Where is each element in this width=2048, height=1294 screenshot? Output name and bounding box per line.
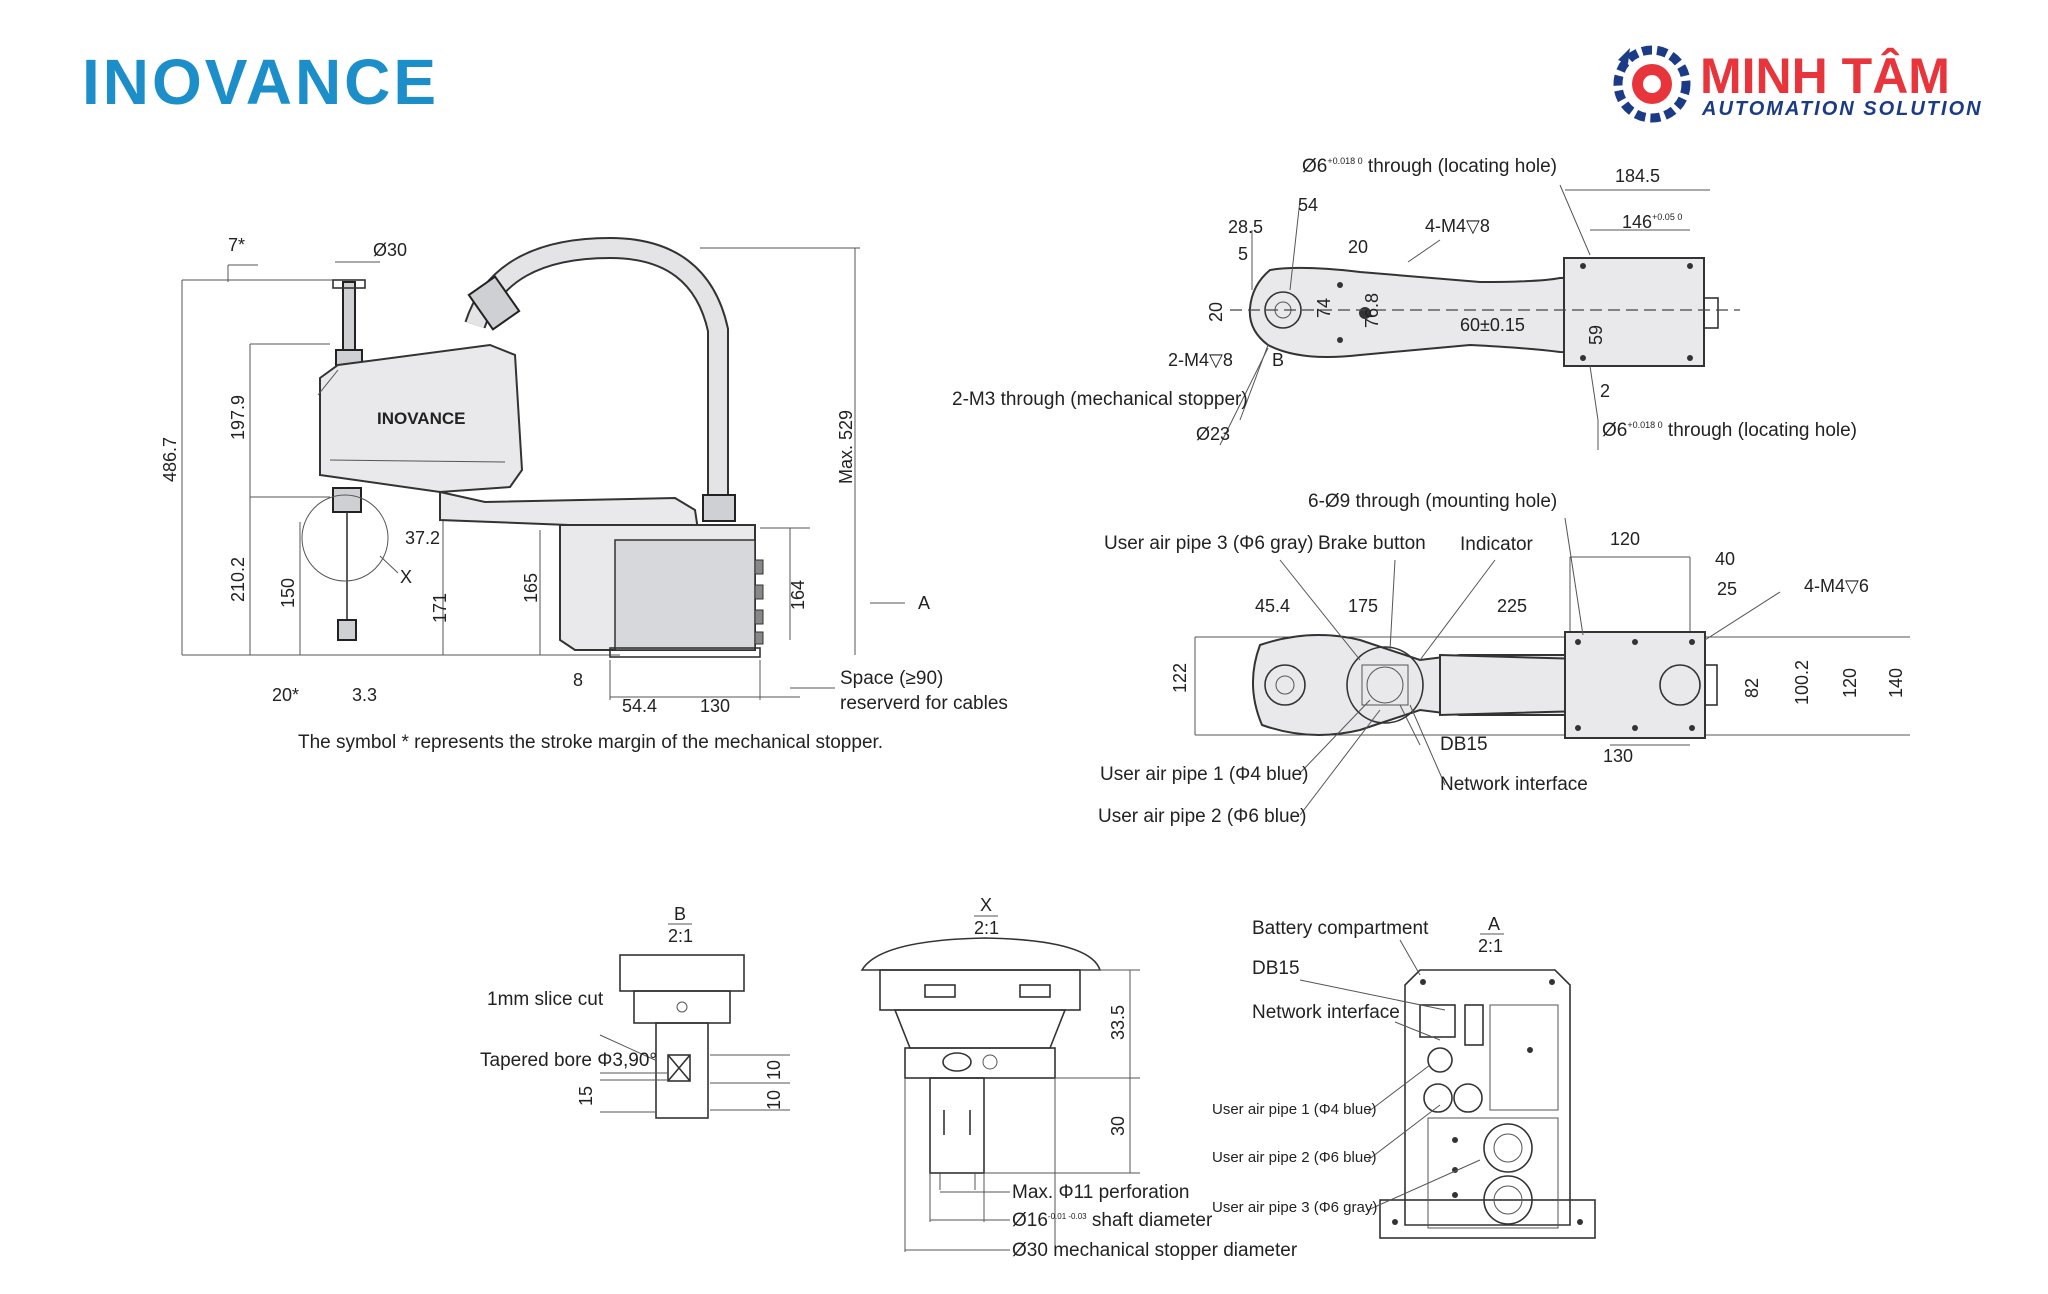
dim-146: 146+0.05 0 xyxy=(1622,212,1682,232)
minh-tam-logo: MINH TÂM AUTOMATION SOLUTION xyxy=(1613,45,1983,123)
dim-4-m4-8: 4-M4▽8 xyxy=(1425,216,1490,236)
dim-120-side: 120 xyxy=(1840,668,1860,698)
dim-10-upper: 10 xyxy=(764,1060,784,1080)
dim-2: 2 xyxy=(1600,381,1610,401)
brake-button-label: Brake button xyxy=(1318,533,1426,554)
dim-210-2: 210.2 xyxy=(228,557,248,602)
dim-165: 165 xyxy=(521,573,541,603)
dim-184-5: 184.5 xyxy=(1615,166,1660,186)
dim-130-base: 130 xyxy=(1603,746,1633,766)
indicator-label: Indicator xyxy=(1460,534,1534,555)
dim-25: 25 xyxy=(1717,579,1737,599)
dim-175: 175 xyxy=(1348,596,1378,616)
user-air-pipe-1-label-a: User air pipe 1 (Φ4 blue) xyxy=(1212,1101,1377,1118)
dim-225: 225 xyxy=(1497,596,1527,616)
user-air-pipe-3-label: User air pipe 3 (Φ6 gray) xyxy=(1104,533,1313,554)
dim-171: 171 xyxy=(430,593,450,623)
minh-tam-subtitle: AUTOMATION SOLUTION xyxy=(1701,98,1983,120)
cable-space-label: Space (≥90) xyxy=(840,668,943,689)
dim-486-7: 486.7 xyxy=(160,437,180,482)
dim-45-4: 45.4 xyxy=(1255,596,1290,616)
user-air-pipe-2-label-a: User air pipe 2 (Φ6 blue) xyxy=(1212,1149,1377,1166)
perforation-label: Max. Φ11 perforation xyxy=(1012,1182,1189,1203)
top-view: Ø6+0.018 0 through (locating hole) 184.5… xyxy=(952,156,1857,450)
dim-120-top: 120 xyxy=(1610,529,1640,549)
db15-label: DB15 xyxy=(1440,734,1488,755)
detail-b: B 2:1 1mm slice cut Tapered bore Φ3,90° … xyxy=(480,904,790,1119)
detail-b-title: B xyxy=(674,904,686,924)
dim-100-2: 100.2 xyxy=(1792,660,1812,705)
dim-5: 5 xyxy=(1238,244,1248,264)
dim-37-2: 37.2 xyxy=(405,528,440,548)
shaft-diameter-label: Ø16-0.01 -0.03 shaft diameter xyxy=(1012,1210,1213,1231)
dim-197-9: 197.9 xyxy=(228,395,248,440)
cable-space-label-2: reserverd for cables xyxy=(840,693,1008,714)
dim-76-8: 76.8 xyxy=(1362,293,1382,328)
user-air-pipe-3-label-a: User air pipe 3 (Φ6 gray) xyxy=(1212,1199,1377,1216)
stopper-diameter-label: Ø30 mechanical stopper diameter xyxy=(1012,1240,1298,1261)
stroke-margin-note: The symbol * represents the stroke margi… xyxy=(298,732,883,753)
dim-130: 130 xyxy=(700,696,730,716)
dim-8: 8 xyxy=(573,670,583,690)
dim-59: 59 xyxy=(1586,325,1606,345)
dim-4-m4-6: 4-M4▽6 xyxy=(1804,576,1869,596)
detail-a-title: A xyxy=(1488,914,1500,934)
locating-hole-top-label: Ø6+0.018 0 through (locating hole) xyxy=(1302,156,1557,177)
dim-33-5: 33.5 xyxy=(1108,1005,1128,1040)
dim-10-lower: 10 xyxy=(764,1090,784,1110)
dim-54-4: 54.4 xyxy=(622,696,657,716)
dim-82: 82 xyxy=(1742,678,1762,698)
base-view: 6-Ø9 through (mounting hole) User air pi… xyxy=(1098,491,1910,827)
inovance-logo-text: INOVANCE xyxy=(82,46,439,118)
detail-x-marker: X xyxy=(400,567,412,587)
detail-a: A 2:1 Battery compartment DB15 Network i… xyxy=(1212,914,1596,1239)
mechanical-stopper-label: 2-M3 through (mechanical stopper) xyxy=(952,389,1248,410)
dim-164: 164 xyxy=(788,580,808,610)
dim-23: Ø23 xyxy=(1196,424,1230,444)
gear-icon xyxy=(1613,45,1691,123)
dim-2-m4-8: 2-M4▽8 xyxy=(1168,350,1233,370)
network-interface-label: Network interface xyxy=(1440,774,1588,795)
dim-40: 40 xyxy=(1715,549,1735,569)
detail-x-scale: 2:1 xyxy=(974,918,999,938)
dim-140: 140 xyxy=(1886,668,1906,698)
side-view: INOVANCE 7* Ø30 486.7 197.9 210.2 150 xyxy=(160,235,1008,753)
db15-label-a: DB15 xyxy=(1252,958,1300,979)
dim-74: 74 xyxy=(1314,298,1334,318)
dim-60: 60±0.15 xyxy=(1460,315,1525,335)
locating-hole-bottom-label: Ø6+0.018 0 through (locating hole) xyxy=(1602,420,1857,441)
detail-x-title: X xyxy=(980,895,992,915)
user-air-pipe-1-label: User air pipe 1 (Φ4 blue) xyxy=(1100,764,1308,785)
dim-15: 15 xyxy=(576,1086,596,1106)
view-a-marker: A xyxy=(918,593,930,613)
dim-20-star: 20* xyxy=(272,685,299,705)
battery-compartment-label: Battery compartment xyxy=(1252,918,1429,939)
dim-30-x: 30 xyxy=(1108,1116,1128,1136)
dim-30: Ø30 xyxy=(373,240,407,260)
dim-7-star: 7* xyxy=(228,235,245,255)
network-interface-label-a: Network interface xyxy=(1252,1002,1400,1023)
dim-20-top: 20 xyxy=(1348,237,1368,257)
detail-x: X 2:1 33.5 30 Max. Φ11 perforation Ø16-0… xyxy=(860,895,1298,1261)
dim-28-5: 28.5 xyxy=(1228,217,1263,237)
dim-54: 54 xyxy=(1298,195,1318,215)
tapered-bore-label: Tapered bore Φ3,90° xyxy=(480,1050,657,1071)
dim-20-side: 20 xyxy=(1206,302,1226,322)
dim-122: 122 xyxy=(1170,663,1190,693)
detail-b-scale: 2:1 xyxy=(668,926,693,946)
slice-cut-label: 1mm slice cut xyxy=(487,989,604,1010)
dim-3-3: 3.3 xyxy=(352,685,377,705)
dim-max-529: Max. 529 xyxy=(836,410,856,484)
robot-brand-label: INOVANCE xyxy=(377,409,465,428)
inovance-logo: INOVANCE xyxy=(82,46,439,118)
dim-150: 150 xyxy=(278,578,298,608)
detail-a-scale: 2:1 xyxy=(1478,936,1503,956)
detail-b-marker: B xyxy=(1272,350,1284,370)
minh-tam-title: MINH TÂM xyxy=(1700,48,1950,104)
mounting-hole-label: 6-Ø9 through (mounting hole) xyxy=(1308,491,1557,512)
user-air-pipe-2-label: User air pipe 2 (Φ6 blue) xyxy=(1098,806,1306,827)
